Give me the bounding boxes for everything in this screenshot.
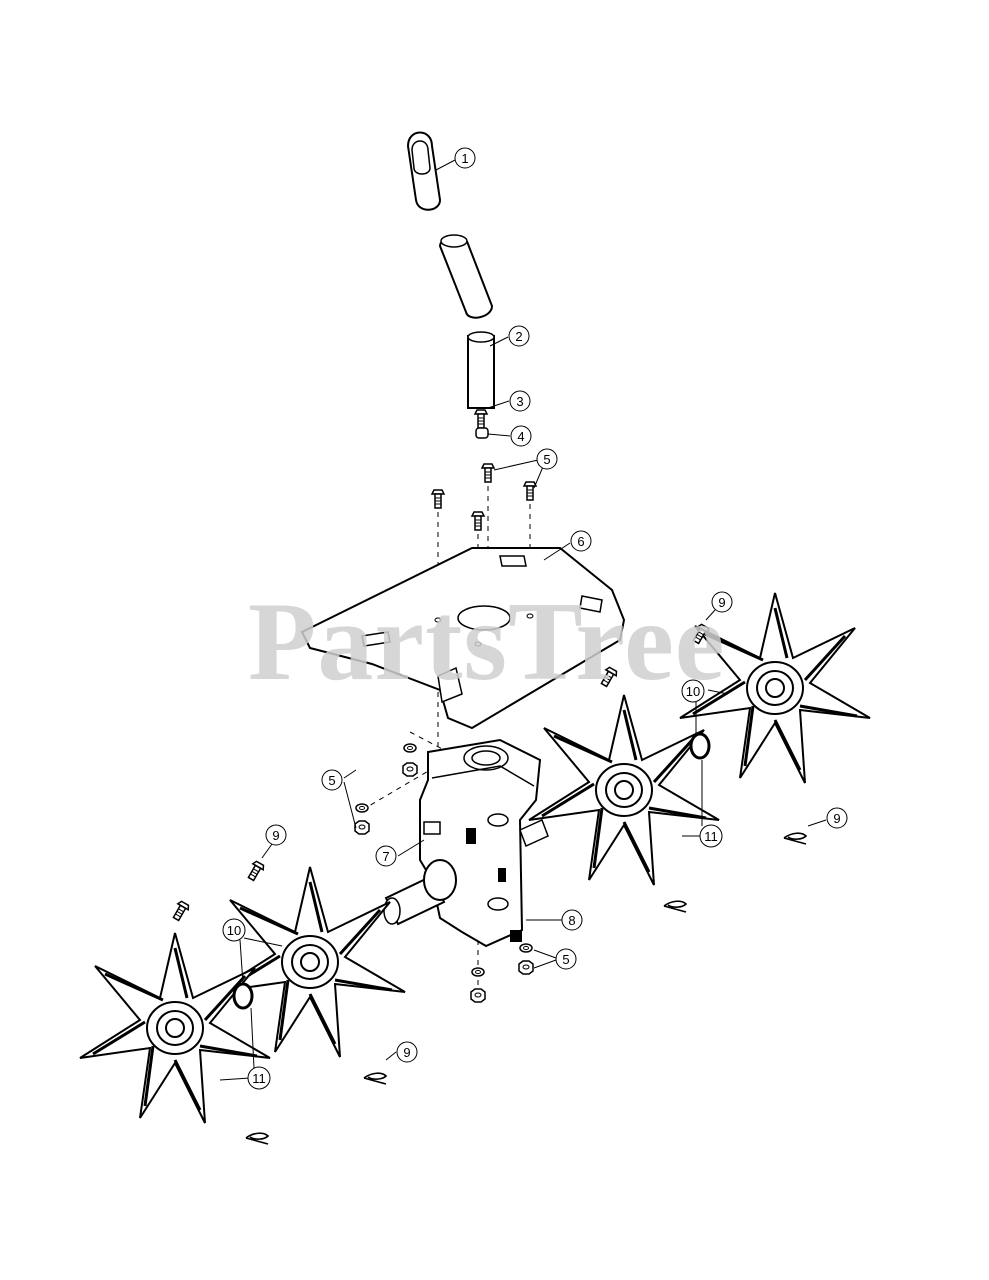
svg-text:9: 9 [403, 1045, 410, 1060]
tine-right-outer [678, 591, 872, 785]
callout-11-right: 11 [699, 824, 723, 848]
callout-3: 3 [509, 390, 531, 412]
svg-text:4: 4 [517, 429, 524, 444]
input-shaft [519, 818, 549, 848]
svg-text:9: 9 [833, 811, 840, 826]
tine-right-inner [527, 693, 721, 887]
handle-knob [406, 131, 442, 211]
callout-7: 7 [375, 845, 397, 867]
callout-4: 4 [510, 425, 532, 447]
svg-text:5: 5 [562, 952, 569, 967]
tine-washer-right [689, 732, 711, 760]
svg-text:11: 11 [252, 1071, 266, 1086]
shaft-tube-lower [467, 331, 495, 409]
callout-5-top: 5 [536, 448, 558, 470]
tine-washer-left [232, 982, 254, 1010]
tine-left-inner [213, 865, 407, 1059]
callout-9-left-lower: 9 [396, 1041, 418, 1063]
svg-text:2: 2 [515, 329, 522, 344]
fasteners-left [354, 743, 418, 835]
callout-10-left: 10 [222, 918, 246, 942]
svg-text:9: 9 [718, 595, 725, 610]
callout-6: 6 [570, 530, 592, 552]
svg-text:10: 10 [686, 684, 700, 699]
cover-plate [300, 547, 626, 730]
callout-5-bottom: 5 [555, 948, 577, 970]
svg-text:11: 11 [704, 829, 718, 844]
svg-text:10: 10 [227, 923, 241, 938]
gearbox-housing [419, 738, 542, 948]
svg-text:8: 8 [568, 913, 575, 928]
collar-part-4 [475, 427, 489, 439]
vent-plug [423, 821, 441, 835]
callout-9-left-upper: 9 [265, 824, 287, 846]
callout-2: 2 [508, 325, 530, 347]
svg-text:5: 5 [328, 773, 335, 788]
callout-11-left: 11 [247, 1066, 271, 1090]
svg-text:9: 9 [272, 828, 279, 843]
svg-text:7: 7 [382, 849, 389, 864]
fasteners-bottom [470, 943, 534, 1003]
callouts-group [219, 159, 827, 1081]
plate-bolts [431, 463, 537, 531]
svg-text:6: 6 [577, 534, 584, 549]
svg-text:3: 3 [516, 394, 523, 409]
svg-text:5: 5 [543, 452, 550, 467]
callout-9-right-lower: 9 [826, 807, 848, 829]
screw-part-3 [474, 409, 488, 429]
callout-8: 8 [561, 909, 583, 931]
callout-10-right: 10 [681, 679, 705, 703]
callout-1: 1 [454, 147, 476, 169]
shaft-tube-upper [438, 234, 494, 319]
callout-5-left: 5 [321, 769, 343, 791]
svg-text:1: 1 [461, 151, 468, 166]
callout-9-upper-right: 9 [711, 591, 733, 613]
